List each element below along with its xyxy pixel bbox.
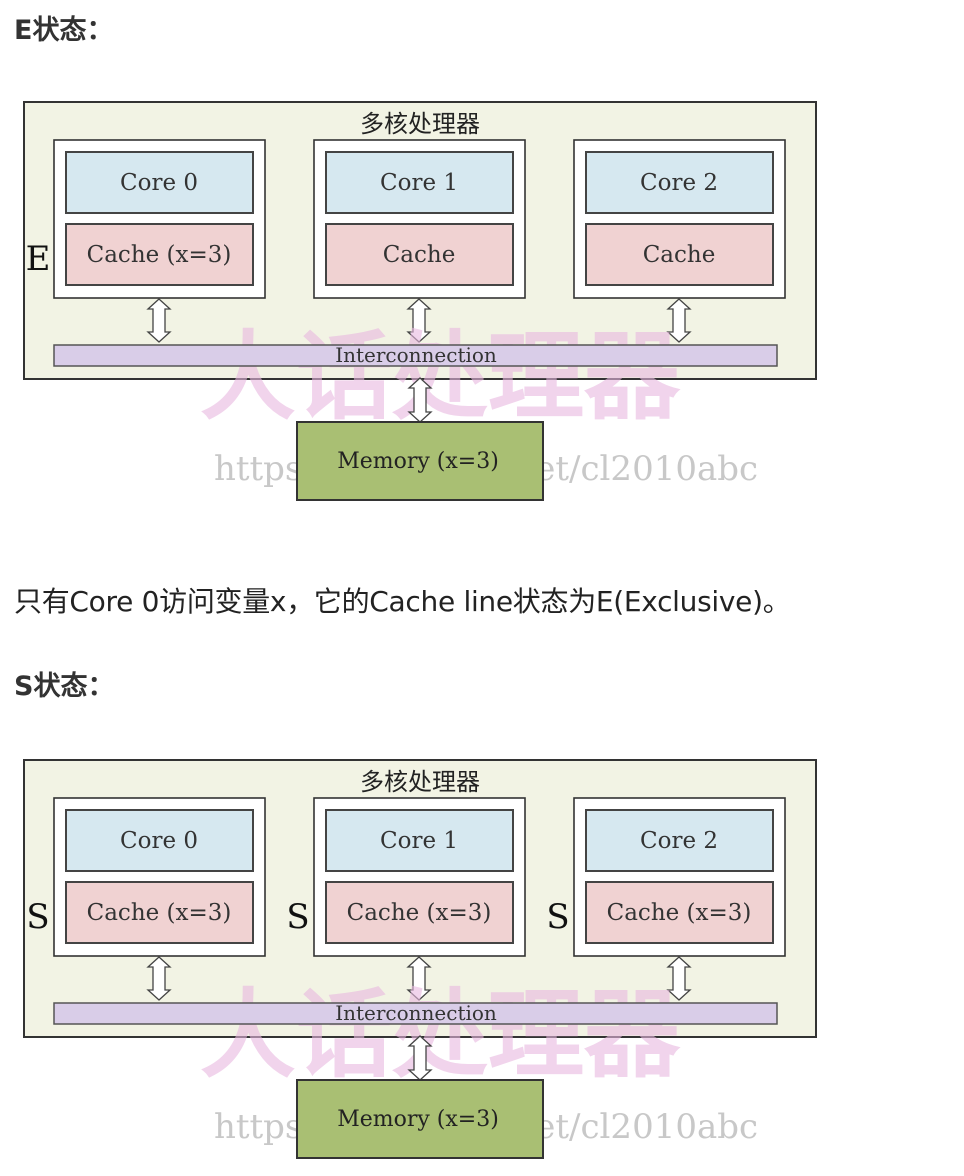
multicore-diagram-s-state: 多核处理器 Core 0 Cache (x=3) S Core 1 Cache (x=3)… (0, 754, 964, 1174)
cache-label: Cache (643, 242, 716, 268)
core-label: Core 1 (380, 170, 458, 196)
memory-box (296, 1079, 544, 1159)
interconnection-label: Interconnection (335, 1001, 497, 1025)
bidirectional-arrow-icon (146, 956, 172, 1001)
cache-label: Cache (383, 242, 456, 268)
processor-title: 多核处理器 (360, 768, 480, 796)
cache-label: Cache (x=3) (347, 900, 492, 926)
cache-box (65, 223, 254, 286)
cache-state-letter: E (26, 239, 51, 279)
bidirectional-arrow-icon (406, 956, 432, 1001)
cache-box (585, 223, 774, 286)
memory-box (296, 421, 544, 501)
core-label: Core 1 (380, 828, 458, 854)
cache-box (585, 881, 774, 944)
cache-state-letter: S (286, 897, 309, 937)
core-box (325, 151, 514, 214)
section-heading-e-state: E状态： (14, 15, 114, 46)
cache-box (65, 881, 254, 944)
cache-label: Cache (x=3) (607, 900, 752, 926)
cache-box (325, 881, 514, 944)
bidirectional-arrow-icon (666, 298, 692, 343)
memory-label: Memory (x=3) (337, 449, 499, 474)
diagram-svg: 多核处理器 Core 0 Cache (x=3) E Core 1 Cache Core 2… (23, 101, 817, 501)
core-label: Core 0 (120, 828, 198, 854)
core-box (325, 809, 514, 872)
e-state-caption: 只有Core 0访问变量x，它的Cache line状态为E(Exclusive… (14, 585, 791, 618)
bidirectional-arrow-icon (406, 298, 432, 343)
core-box (65, 151, 254, 214)
bidirectional-arrow-icon (146, 298, 172, 343)
core-box (585, 151, 774, 214)
cache-state-letter: S (546, 897, 569, 937)
core-label: Core 0 (120, 170, 198, 196)
watermark-text: 大话处理器 (200, 978, 681, 1091)
core-box (585, 809, 774, 872)
multicore-diagram-e-state: 多核处理器 Core 0 Cache (x=3) E Core 1 Cache Core 2… (0, 96, 964, 516)
core-label: Core 2 (640, 170, 718, 196)
watermark-text: 大话处理器 (200, 320, 681, 433)
interconnection-bus (53, 1002, 778, 1025)
core-box (65, 809, 254, 872)
cache-state-letter: S (26, 897, 49, 937)
section-heading-s-state: S状态： (14, 671, 115, 702)
diagram-svg: 多核处理器 Core 0 Cache (x=3) S Core 1 Cache (x=3)… (23, 759, 817, 1159)
memory-label: Memory (x=3) (337, 1107, 499, 1132)
processor-title: 多核处理器 (360, 110, 480, 138)
core-label: Core 2 (640, 828, 718, 854)
cache-label: Cache (x=3) (87, 242, 232, 268)
interconnection-label: Interconnection (335, 343, 497, 367)
cache-label: Cache (x=3) (87, 900, 232, 926)
interconnection-bus (53, 344, 778, 367)
cache-box (325, 223, 514, 286)
bidirectional-arrow-icon (666, 956, 692, 1001)
